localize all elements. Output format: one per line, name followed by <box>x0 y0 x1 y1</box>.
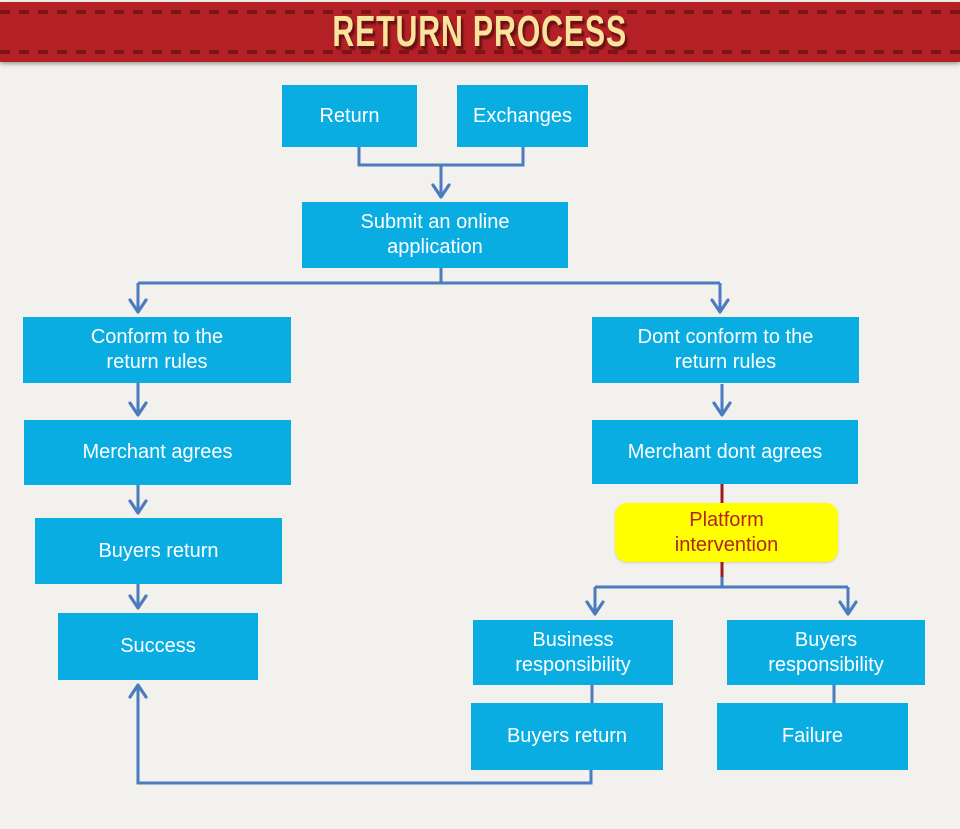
node-exchanges: Exchanges <box>457 85 588 147</box>
node-failure: Failure <box>717 703 908 770</box>
node-dont-conform-rules: Dont conform to the return rules <box>592 317 859 383</box>
node-conform-rules: Conform to the return rules <box>23 317 291 383</box>
node-platform-intervention: Platform intervention <box>615 503 838 562</box>
title-banner: RETURN PROCESS <box>0 2 960 62</box>
node-success: Success <box>58 613 258 680</box>
node-return: Return <box>282 85 417 147</box>
node-merchant-agrees: Merchant agrees <box>24 420 291 485</box>
node-buyers-return-bottom: Buyers return <box>471 703 663 770</box>
node-submit-application: Submit an online application <box>302 202 568 268</box>
edge-merge-top <box>357 147 525 167</box>
node-buyers-return-left: Buyers return <box>35 518 282 584</box>
node-buyers-responsibility: Buyers responsibility <box>727 620 925 685</box>
node-merchant-dont-agrees: Merchant dont agrees <box>592 420 858 484</box>
node-business-responsibility: Business responsibility <box>473 620 673 685</box>
edge-loop-to-success <box>128 683 593 785</box>
page-title: RETURN PROCESS <box>332 7 628 56</box>
